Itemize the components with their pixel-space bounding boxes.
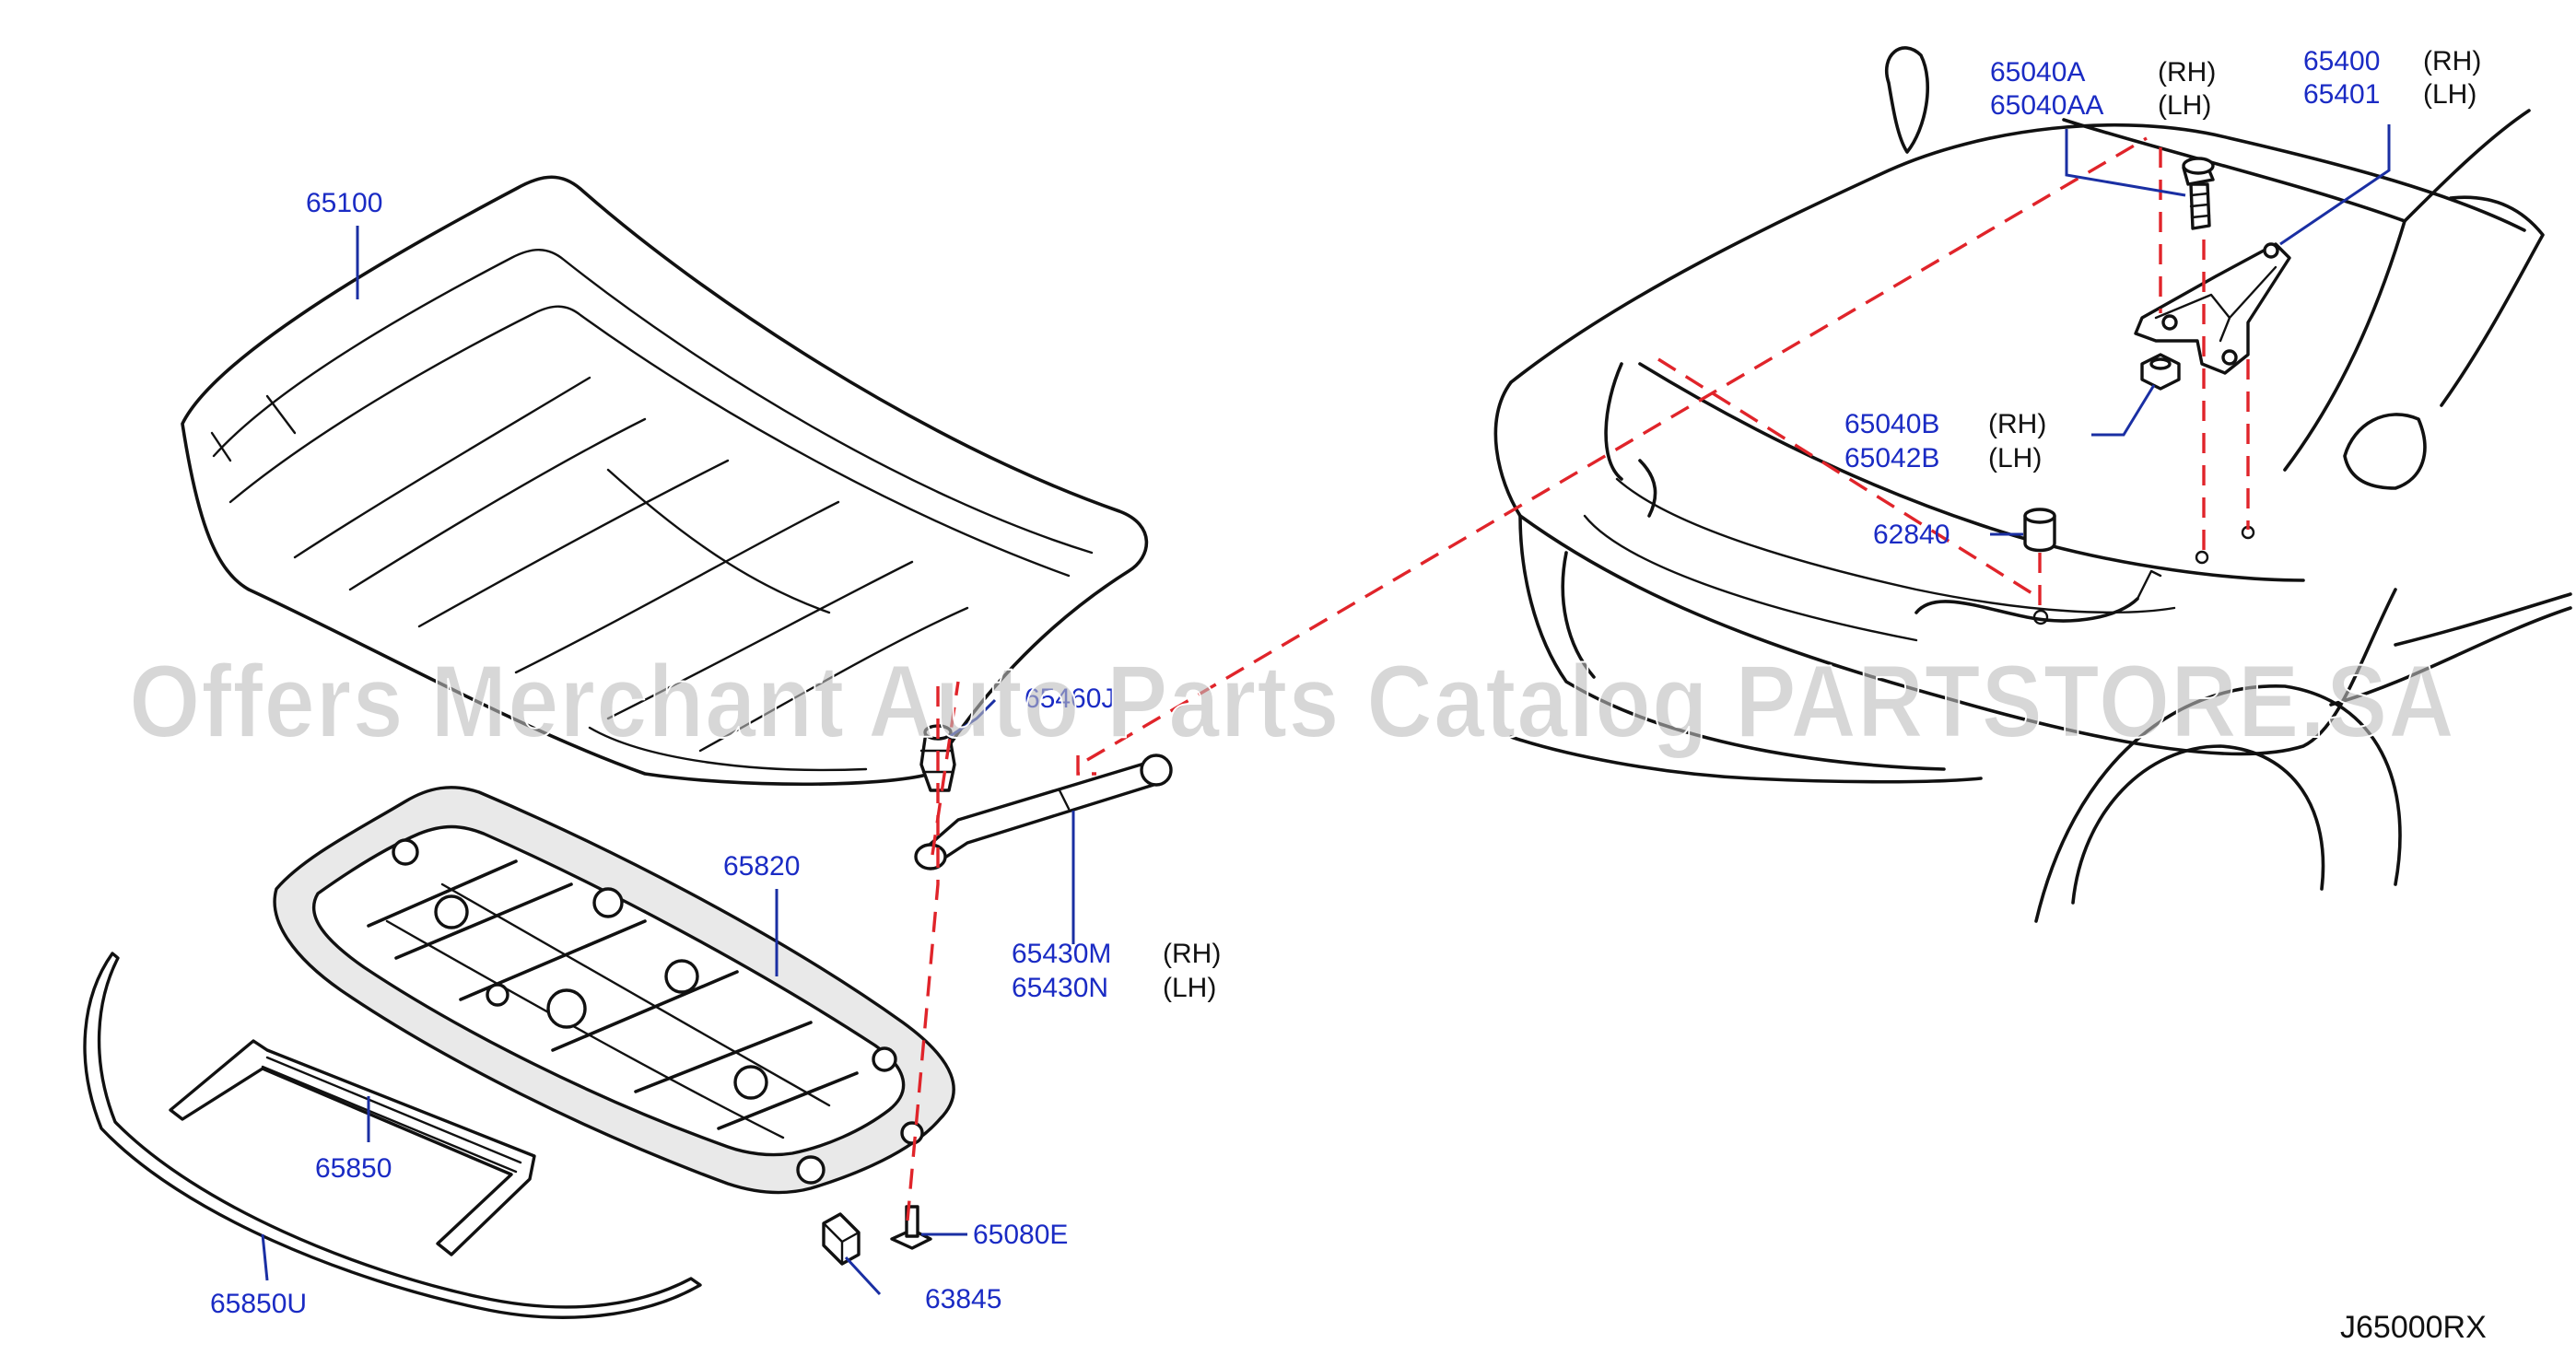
assembly-guides (906, 136, 2250, 1221)
label-65040b[interactable]: 65040B (1844, 409, 1939, 439)
leader-lines (261, 124, 2391, 1296)
label-65040a-side: (RH) (2158, 57, 2216, 88)
hood-panel[interactable] (181, 175, 1149, 787)
label-63845[interactable]: 63845 (925, 1284, 1001, 1314)
label-65820[interactable]: 65820 (723, 851, 800, 882)
part-labels: 65100 65820 65850 65850U 65460J 65430M (… (210, 46, 2487, 1345)
hood-rubber-stopper[interactable] (2023, 508, 2056, 553)
label-65042b-side: (LH) (1988, 443, 2042, 473)
label-65100[interactable]: 65100 (306, 188, 382, 218)
label-65430n-side: (LH) (1163, 973, 1216, 1003)
label-65430m[interactable]: 65430M (1012, 939, 1111, 969)
mount-hole (2195, 550, 2209, 565)
clip-fastener[interactable] (890, 1205, 932, 1250)
hood-seal-front[interactable] (83, 952, 702, 1319)
label-62840[interactable]: 62840 (1873, 520, 1950, 550)
label-65042b[interactable]: 65042B (1844, 443, 1939, 473)
mount-hole (2032, 609, 2049, 625)
label-65850u[interactable]: 65850U (210, 1289, 307, 1319)
label-65040a[interactable]: 65040A (1990, 57, 2085, 88)
label-65430n[interactable]: 65430N (1012, 973, 1108, 1003)
label-65400[interactable]: 65400 (2303, 46, 2380, 76)
watermark: Offers Merchant Auto Parts Catalog PARTS… (129, 644, 2455, 759)
label-65040aa-side: (LH) (2158, 90, 2211, 121)
vehicle-body (1493, 46, 2572, 923)
label-65460j[interactable]: 65460J (1025, 684, 1115, 714)
hinge-nut[interactable] (2140, 353, 2181, 391)
diagram-code: J65000RX (2340, 1310, 2487, 1345)
label-65401[interactable]: 65401 (2303, 79, 2380, 110)
hood-bumper-rubber[interactable] (822, 1212, 861, 1266)
label-65080e[interactable]: 65080E (973, 1220, 1068, 1250)
hinge-bolt[interactable] (2182, 157, 2215, 230)
label-65401-side: (LH) (2423, 79, 2476, 110)
hood-seal[interactable] (169, 1039, 536, 1256)
label-65040b-side: (RH) (1988, 409, 2046, 439)
label-65400-side: (RH) (2423, 46, 2481, 76)
label-65850[interactable]: 65850 (315, 1153, 392, 1184)
hood-insulator[interactable] (273, 786, 955, 1195)
hood-hinge[interactable] (2134, 242, 2291, 375)
label-65430m-side: (RH) (1163, 939, 1221, 969)
label-65040aa[interactable]: 65040AA (1990, 90, 2103, 121)
